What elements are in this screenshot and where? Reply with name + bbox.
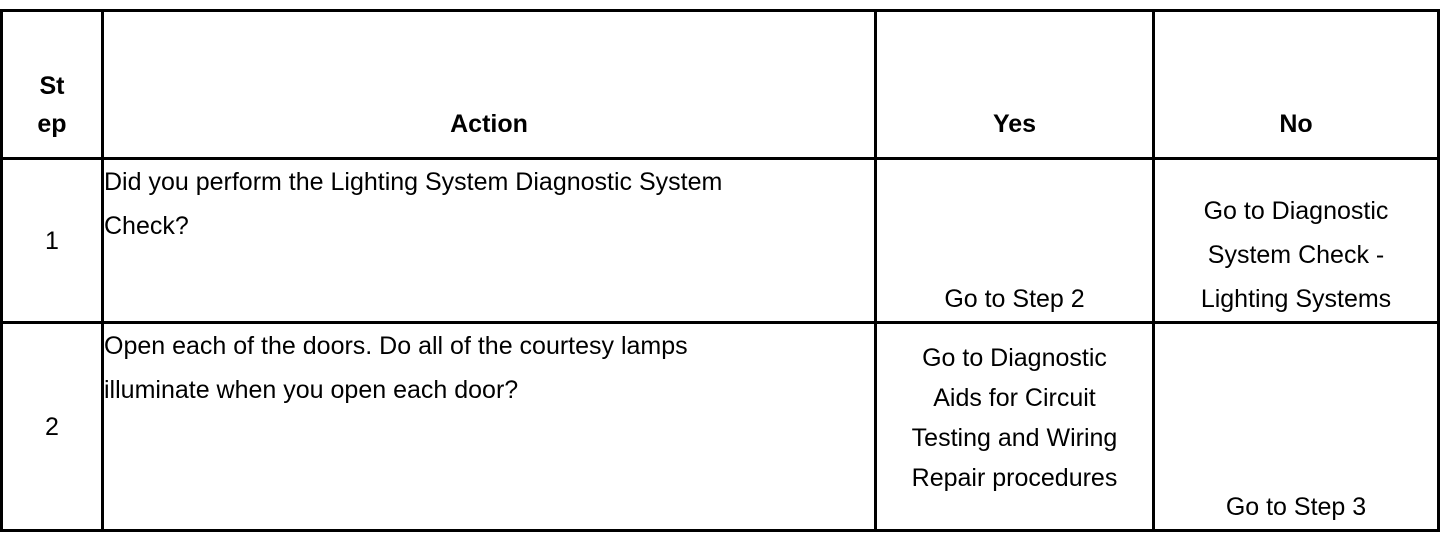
table-row: 1 Did you perform the Lighting System Di… [0, 157, 1440, 324]
header-action-label: Action [450, 110, 528, 138]
step-number-cell: 1 [0, 157, 104, 324]
yes-text: Go to Diagnostic Aids for Circuit Testin… [911, 344, 1118, 492]
action-cell: Open each of the doors. Do all of the co… [101, 321, 877, 532]
no-text: Go to Step 3 [1225, 493, 1367, 521]
table-row: 2 Open each of the doors. Do all of the … [0, 321, 1440, 532]
yes-text: Go to Step 2 [944, 285, 1085, 313]
diagnostic-steps-table: St ep Action Yes No 1 Did you perform th… [0, 9, 1440, 532]
action-text: Did you perform the Lighting System Diag… [104, 168, 723, 240]
step-number: 1 [45, 226, 59, 255]
action-cell: Did you perform the Lighting System Diag… [101, 157, 877, 324]
header-no-label: No [1279, 110, 1313, 138]
header-yes: Yes [874, 9, 1155, 160]
yes-cell: Go to Step 2 [874, 157, 1155, 324]
no-cell: Go to Diagnostic System Check - Lighting… [1152, 157, 1440, 324]
yes-cell: Go to Diagnostic Aids for Circuit Testin… [874, 321, 1155, 532]
header-no: No [1152, 9, 1440, 160]
step-number: 2 [45, 412, 59, 441]
action-text: Open each of the doors. Do all of the co… [104, 332, 688, 404]
step-number-cell: 2 [0, 321, 104, 532]
no-text: Go to Diagnostic System Check - Lighting… [1200, 197, 1392, 313]
header-yes-label: Yes [992, 110, 1037, 138]
table-header-row: St ep Action Yes No [0, 9, 1440, 160]
header-step: St ep [0, 9, 104, 160]
no-cell: Go to Step 3 [1152, 321, 1440, 532]
header-action: Action [101, 9, 877, 160]
header-step-label: St ep [37, 72, 67, 138]
